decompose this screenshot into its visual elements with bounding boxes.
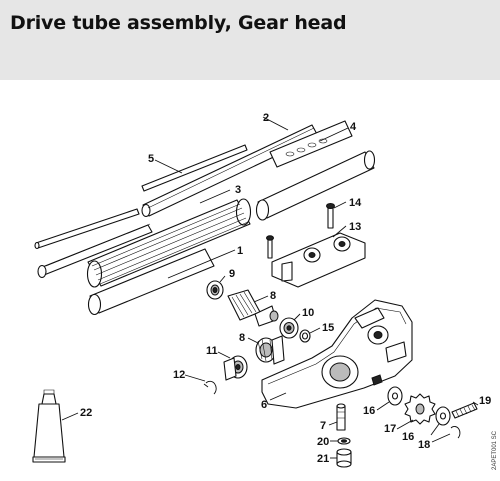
callout-10: 10 <box>302 307 314 319</box>
callout-15: 15 <box>322 322 334 334</box>
callout-8-lower: 8 <box>239 332 245 344</box>
part-7-pin <box>336 403 346 431</box>
part-14-screws <box>266 203 335 259</box>
callout-13: 13 <box>349 221 361 233</box>
callout-12: 12 <box>173 369 185 381</box>
part-6-gear-housing <box>261 299 413 409</box>
part-20-washer <box>337 437 351 445</box>
part-22-grease-tube <box>32 389 66 463</box>
callout-22: 22 <box>80 407 92 419</box>
callout-7: 7 <box>320 420 326 432</box>
part-1-main-tube <box>87 150 376 316</box>
part-5-drive-shaft <box>34 144 248 250</box>
callout-6: 6 <box>261 399 267 411</box>
part-9-bearing <box>206 280 224 300</box>
part-2-tube <box>37 124 319 279</box>
part-8-bevel-gear <box>255 335 285 365</box>
callout-20: 20 <box>317 436 329 448</box>
callout-2: 2 <box>263 112 269 124</box>
part-4-decal <box>269 120 353 168</box>
callout-11: 11 <box>206 345 218 357</box>
part-18-circlip <box>450 426 461 439</box>
callout-labels: 1 2 3 4 5 6 7 8 8 9 10 11 12 13 14 15 16… <box>80 112 491 465</box>
header-band: Drive tube assembly, Gear head <box>0 0 500 80</box>
callout-21: 21 <box>317 453 329 465</box>
part-16-washer-lower <box>435 406 451 426</box>
callout-9: 9 <box>229 268 235 280</box>
callout-17: 17 <box>384 423 396 435</box>
callout-18: 18 <box>418 439 430 451</box>
callout-8-upper: 8 <box>270 290 276 302</box>
callout-16-lower: 16 <box>402 431 414 443</box>
callout-4: 4 <box>350 121 357 133</box>
leader-lines <box>61 116 479 459</box>
part-12-circlip <box>203 380 217 395</box>
callout-19: 19 <box>479 395 491 407</box>
exploded-diagram: 1 2 3 4 5 6 7 8 8 9 10 11 12 13 14 15 16… <box>32 112 498 470</box>
part-15-ring <box>299 329 311 343</box>
callout-14: 14 <box>349 197 362 209</box>
callout-16-upper: 16 <box>363 405 375 417</box>
callout-1: 1 <box>237 245 243 257</box>
part-21-sleeve <box>336 448 352 468</box>
page-title: Drive tube assembly, Gear head <box>10 12 347 34</box>
part-19-stud <box>451 402 478 419</box>
part-16-washer-upper <box>387 386 403 406</box>
part-3-liner <box>86 198 252 288</box>
callout-5: 5 <box>148 153 154 165</box>
part-10-bearing <box>279 317 299 339</box>
part-13-clamp <box>271 232 366 288</box>
part-17-star-mount <box>404 393 436 425</box>
callout-3: 3 <box>235 184 241 196</box>
part-11-bearing <box>223 355 248 381</box>
image-code: 2APET001 SC <box>492 430 498 470</box>
part-8-bevel-pinion <box>227 289 279 327</box>
